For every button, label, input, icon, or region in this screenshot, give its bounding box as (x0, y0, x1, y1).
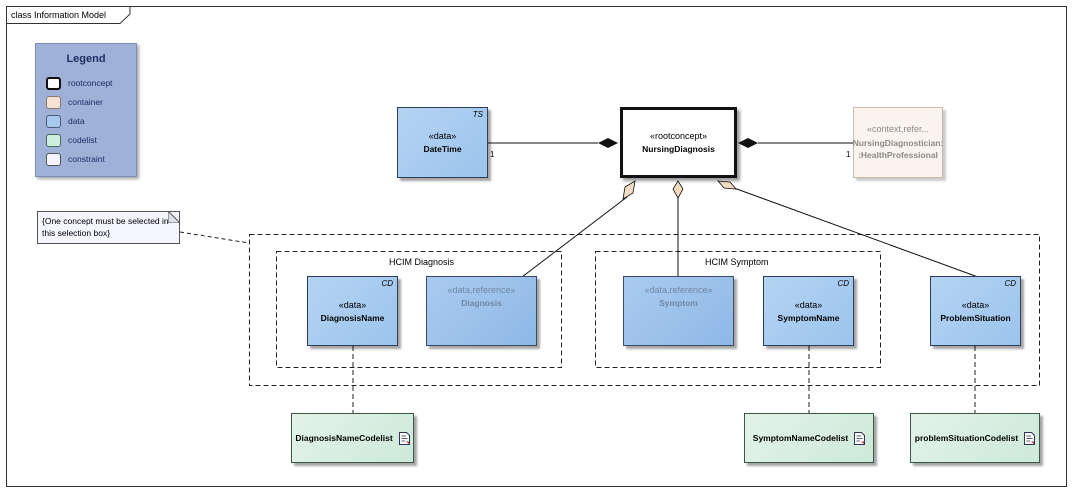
class-diagnosis-reference[interactable]: «data,reference» Diagnosis (426, 276, 537, 346)
class-name: Symptom (659, 298, 698, 308)
codelist-symptom-name[interactable]: SymptomNameCodelist (744, 413, 874, 463)
type-tag: TS (472, 110, 483, 119)
diamond-problem (717, 180, 737, 190)
multiplicity-datetime: 1 (490, 150, 495, 159)
class-name: NursingDiagnosis (642, 144, 715, 154)
class-symptom-name[interactable]: CD «data» SymptomName (763, 276, 854, 346)
class-nursing-diagnosis[interactable]: «rootconcept» NursingDiagnosis (620, 107, 737, 178)
legend-swatch-rootconcept (46, 76, 61, 90)
legend-label: container (68, 97, 103, 107)
stereotype: «data» (794, 299, 823, 310)
stereotype: «context,refer... (866, 124, 930, 134)
legend-swatch-constraint (46, 152, 61, 166)
group-box-symptom (595, 251, 881, 368)
legend-title: Legend (66, 53, 106, 65)
legend-label: data (68, 116, 85, 126)
legend-label: rootconcept (68, 78, 113, 88)
class-datetime[interactable]: TS «data» DateTime (397, 107, 488, 178)
diamond-symptom-ref (672, 180, 684, 199)
class-diagnosis-name[interactable]: CD «data» DiagnosisName (307, 276, 398, 346)
type-tag: CD (381, 279, 393, 288)
codelist-problem-situation[interactable]: problemSituationCodelist (910, 413, 1040, 463)
codelist-name: SymptomNameCodelist (752, 433, 849, 443)
diamond-context (738, 138, 758, 148)
diamond-diagnosis-ref (622, 180, 636, 200)
frame-tab (6, 6, 131, 24)
class-name: DateTime (423, 144, 462, 154)
stereotype: «data,reference» (447, 285, 516, 295)
legend: Legend rootconcept container data codeli… (35, 43, 137, 177)
document-icon (854, 431, 866, 445)
stereotype: «data,reference» (644, 285, 713, 295)
class-name: Diagnosis (461, 298, 502, 308)
type-tag: CD (837, 279, 849, 288)
legend-item-data: data (46, 113, 85, 129)
constraint-note-text: {One concept must be selected in this se… (42, 216, 169, 238)
legend-item-constraint: constraint (46, 151, 105, 167)
codelist-name: problemSituationCodelist (914, 433, 1019, 443)
stereotype: «data» (961, 299, 990, 310)
class-symptom-reference[interactable]: «data,reference» Symptom (623, 276, 734, 346)
legend-item-container: container (46, 94, 103, 110)
multiplicity-context: 1 (846, 150, 851, 159)
class-nursing-diagnostician[interactable]: «context,refer... NursingDiagnostician: … (853, 107, 943, 178)
codelist-diagnosis-name[interactable]: DiagnosisNameCodelist (291, 413, 414, 463)
legend-swatch-data (46, 114, 61, 128)
stereotype: «data» (338, 299, 367, 310)
note-fold-icon (168, 211, 180, 223)
class-name: DiagnosisName (320, 312, 385, 323)
edge-problem (733, 187, 979, 278)
codelist-name: DiagnosisNameCodelist (295, 433, 393, 443)
document-icon (398, 431, 410, 445)
stereotype: «rootconcept» (649, 131, 708, 141)
class-name: SymptomName (777, 312, 840, 323)
legend-item-rootconcept: rootconcept (46, 75, 112, 91)
diagram-frame (6, 6, 1067, 487)
constraint-note[interactable]: {One concept must be selected in this se… (37, 211, 180, 244)
legend-item-codelist: codelist (46, 132, 97, 148)
selection-box (249, 234, 1040, 386)
class-name: NursingDiagnostician: :HealthProfessiona… (852, 138, 944, 160)
document-icon (1024, 431, 1036, 445)
type-tag: CD (1004, 279, 1016, 288)
diamond-datetime (598, 138, 618, 148)
legend-swatch-container (46, 95, 61, 109)
note-anchor (179, 231, 250, 244)
class-name: ProblemSituation (940, 312, 1011, 323)
legend-label: constraint (68, 154, 105, 164)
group-label-symptom: HCIM Symptom (705, 257, 769, 267)
legend-swatch-codelist (46, 133, 61, 147)
group-box-diagnosis (276, 251, 562, 368)
class-problem-situation[interactable]: CD «data» ProblemSituation (930, 276, 1021, 346)
frame-title: class Information Model (11, 10, 107, 20)
group-label-diagnosis: HCIM Diagnosis (389, 257, 455, 267)
legend-label: codelist (68, 135, 97, 145)
stereotype: «data» (428, 131, 457, 141)
edge-diagnosis-ref (521, 196, 628, 278)
